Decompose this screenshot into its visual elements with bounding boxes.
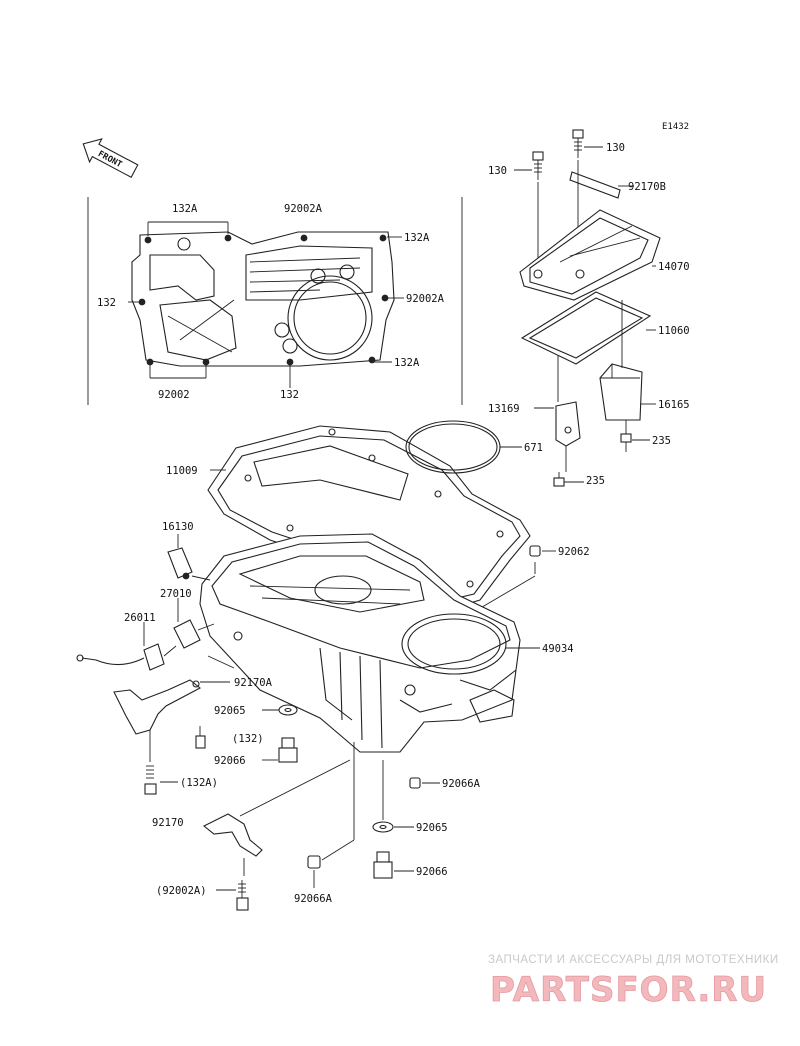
bolt-235-upper (620, 420, 650, 452)
callout-132A-right-2: 132A (394, 357, 420, 369)
callout-130-right: 130 (606, 142, 625, 154)
bolt-235-lower (553, 472, 584, 487)
callout-16165: 16165 (658, 399, 690, 411)
callout-14070: 14070 (658, 261, 690, 273)
gasket-11060 (520, 291, 656, 365)
callout-92062: 92062 (558, 546, 590, 558)
bolt-130-left (514, 151, 544, 258)
callout-235-upper: 235 (652, 435, 671, 447)
callout-92002A-right: 92002A (406, 293, 445, 305)
plug-92066A-right (409, 777, 440, 789)
callout-92066A-bottom: 92066A (294, 893, 333, 905)
drain-bolt-92066-lower (373, 851, 414, 879)
callout-92065-lower: 92065 (416, 822, 448, 834)
cover-14070 (519, 209, 661, 301)
callout-11060: 11060 (658, 325, 690, 337)
crankcase-bottom-view (131, 231, 395, 367)
callout-235-lower: 235 (586, 475, 605, 487)
bolt-92002A (216, 880, 249, 911)
callout-13169: 13169 (488, 403, 520, 415)
watermark-tagline: ЗАПЧАСТИ И АКСЕССУАРЫ ДЛЯ МОТОТЕХНИКИ (488, 954, 779, 966)
callout-92066-lower: 92066 (416, 866, 448, 878)
front-arrow-icon: FRONT (82, 138, 139, 179)
callout-132A-paren: (132A) (180, 777, 218, 789)
element-16165 (599, 300, 656, 421)
callout-26011: 26011 (124, 612, 156, 624)
diagram-code: E1432 (662, 122, 689, 132)
callout-92170: 92170 (152, 817, 184, 829)
callout-132-left: 132 (97, 297, 116, 309)
callout-130-left: 130 (488, 165, 507, 177)
watermark-brand: PARTSFOR.RU (490, 970, 767, 1010)
callout-11009: 11009 (166, 465, 198, 477)
callout-132A-right-1: 132A (404, 232, 430, 244)
callout-671: 671 (524, 442, 543, 454)
washer-92065-upper (262, 704, 298, 716)
callout-132-bottom: 132 (280, 389, 299, 401)
callout-92065-upper: 92065 (214, 705, 246, 717)
bracket-92170 (202, 759, 351, 876)
callout-16130: 16130 (162, 521, 194, 533)
harness-26011 (76, 622, 177, 671)
bolt-132-small (195, 726, 206, 749)
callout-92170B: 92170B (628, 181, 666, 193)
o-ring-671 (405, 420, 522, 474)
callout-49034: 49034 (542, 643, 574, 655)
bolt-132A (144, 730, 178, 795)
callout-92066-upper: 92066 (214, 755, 246, 767)
callout-92170A: 92170A (234, 677, 273, 689)
callout-132-paren: (132) (232, 733, 264, 745)
bracket-92170A (113, 655, 235, 735)
switch-27010 (173, 598, 215, 649)
switch-16130 (167, 534, 211, 581)
inset-leaders (128, 221, 404, 388)
bolt-130-right (572, 129, 603, 158)
callout-92002A-top: 92002A (284, 203, 323, 215)
oil-pan-49034 (199, 533, 540, 753)
washer-92065-lower (372, 760, 414, 833)
plug-92066A-bottom (307, 742, 355, 888)
callout-27010: 27010 (160, 588, 192, 600)
callout-132A-top: 132A (172, 203, 198, 215)
callout-92066A-right: 92066A (442, 778, 481, 790)
callout-92002: 92002 (158, 389, 190, 401)
drain-bolt-92066-upper (262, 737, 298, 763)
bracket-13169 (534, 356, 581, 472)
callout-92002A-paren: (92002A) (156, 885, 207, 897)
